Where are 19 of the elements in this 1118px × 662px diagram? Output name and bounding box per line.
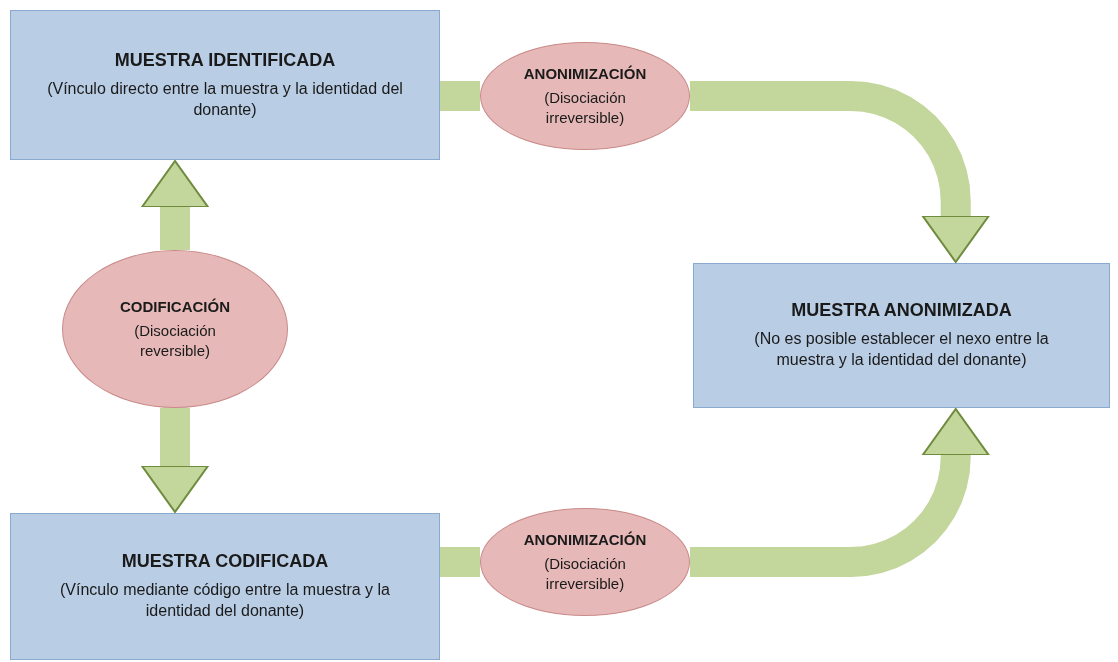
- node-title: MUESTRA CODIFICADA: [121, 551, 329, 573]
- node-description: (Vínculo directo entre la muestra y la identidad del donante): [46, 78, 404, 120]
- node-title: MUESTRA IDENTIFICADA: [114, 49, 336, 71]
- node-title: CODIFICACIÓN: [120, 298, 230, 315]
- block-arrow: [141, 160, 209, 250]
- node-description: (Disociación irreversible): [543, 88, 627, 127]
- block-arrow: [141, 408, 209, 513]
- block-arrow: [690, 408, 990, 577]
- node-description: (No es posible establecer el nexo entre la muestra y la identidad del donante): [753, 329, 1050, 370]
- process-box: [10, 10, 440, 160]
- block-arrow: [690, 81, 990, 263]
- node-description: (Disociación irreversible): [543, 554, 627, 593]
- node-title: ANONIMIZACIÓN: [523, 65, 647, 82]
- node-description: (Disociación reversible): [133, 321, 217, 360]
- process-box: [10, 513, 440, 660]
- node-title: MUESTRA ANONIMIZADA: [791, 300, 1012, 322]
- node-description: (Vínculo mediante código entre la muestra y la identidad del donante): [59, 580, 391, 621]
- process-box: [693, 263, 1110, 408]
- node-title: ANONIMIZACIÓN: [523, 531, 647, 548]
